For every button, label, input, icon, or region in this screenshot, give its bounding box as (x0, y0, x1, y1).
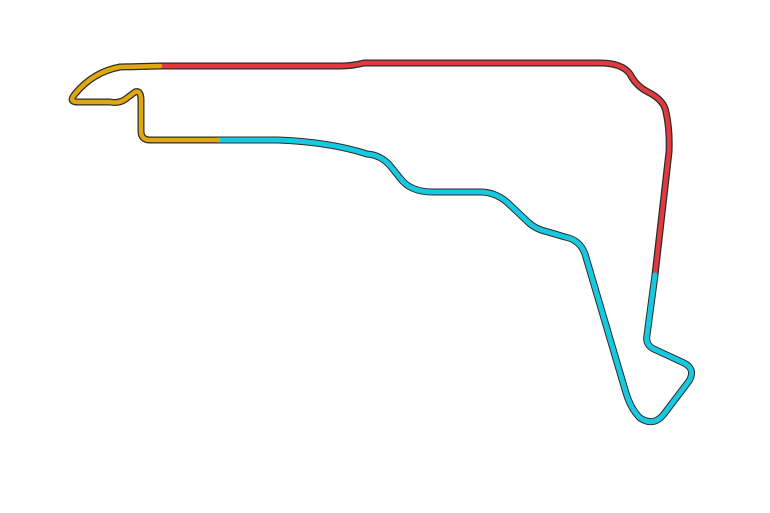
sector-1-outline (156, 59, 673, 279)
sector-1-track (157, 60, 672, 278)
sector-3-track (69, 63, 221, 143)
track-outline (68, 59, 696, 426)
sector-2-track (215, 137, 695, 425)
